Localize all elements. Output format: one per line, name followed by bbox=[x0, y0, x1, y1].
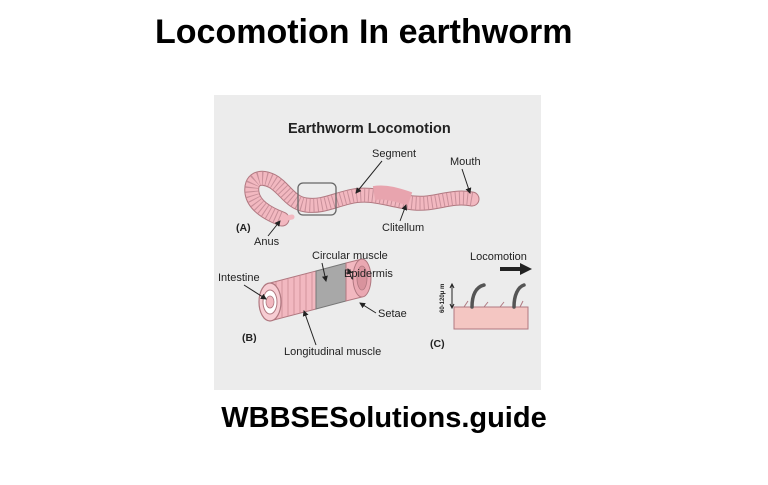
page-title: Locomotion In earthworm bbox=[155, 13, 573, 51]
label-longitudinal-muscle: Longitudinal muscle bbox=[284, 346, 381, 358]
label-circular-muscle: Circular muscle bbox=[312, 250, 388, 262]
label-mouth: Mouth bbox=[450, 156, 481, 168]
label-clitellum: Clitellum bbox=[382, 222, 424, 234]
earthworm-diagram: Earthworm Locomotion Segment Mouth (A) A… bbox=[214, 95, 541, 390]
label-segment: Segment bbox=[372, 148, 416, 160]
segment-zoom-box bbox=[297, 182, 337, 216]
label-panel-c: (C) bbox=[430, 338, 445, 350]
label-panel-b: (B) bbox=[242, 332, 257, 344]
label-locomotion: Locomotion bbox=[470, 251, 527, 263]
footer-site-name: WBBSESolutions.guide bbox=[221, 402, 547, 434]
label-intestine: Intestine bbox=[218, 272, 260, 284]
earthworm-body bbox=[244, 170, 480, 227]
label-anus: Anus bbox=[254, 236, 280, 248]
locomotion-arrow-head bbox=[520, 263, 532, 275]
label-scale: 60-120μ m bbox=[440, 284, 446, 313]
diagram-svg: Earthworm Locomotion Segment Mouth (A) A… bbox=[218, 121, 532, 358]
ground-section bbox=[453, 283, 529, 330]
label-setae: Setae bbox=[378, 308, 407, 320]
label-panel-a: (A) bbox=[236, 222, 251, 234]
diagram-title: Earthworm Locomotion bbox=[288, 121, 451, 137]
label-epidermis: Epidermis bbox=[344, 268, 393, 280]
